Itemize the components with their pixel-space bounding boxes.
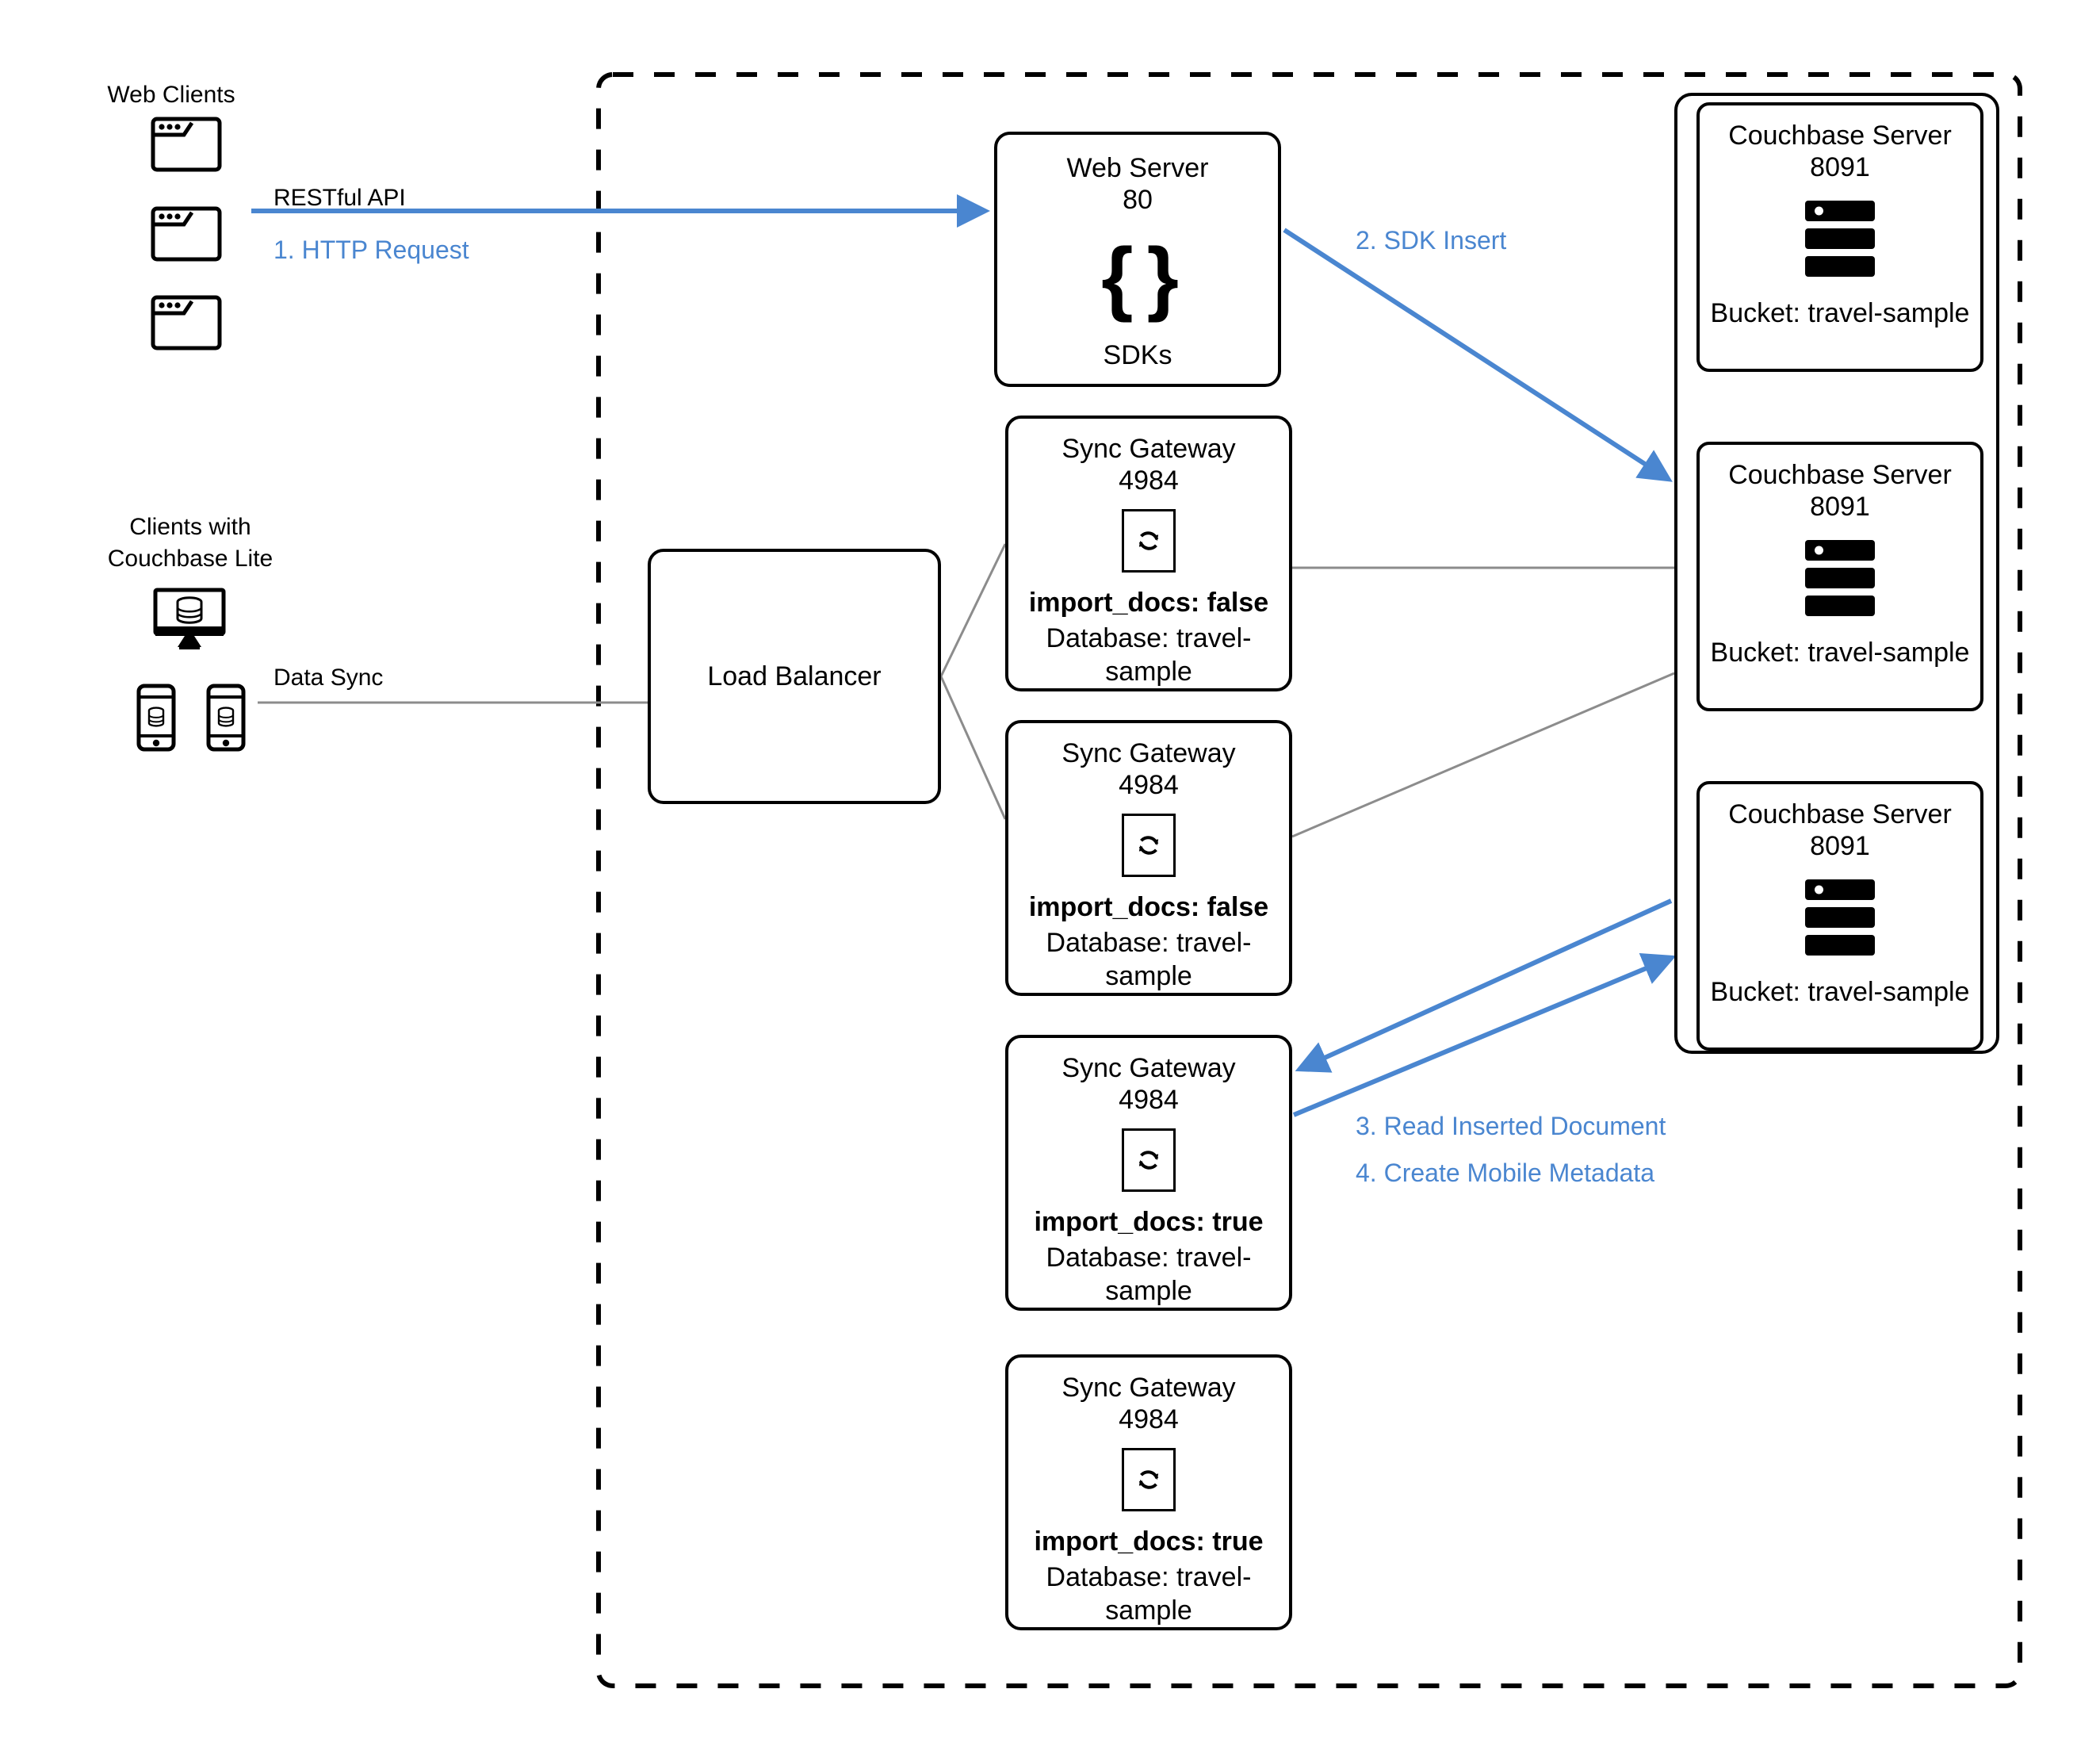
couchbase-bucket-label: Bucket: travel-sample: [1710, 638, 1970, 668]
sync-gateway-title: Sync Gateway 4984: [1061, 1053, 1236, 1116]
couchbase-server-title: Couchbase Server 8091: [1728, 799, 1952, 862]
browser-window-icon: [151, 206, 222, 262]
sync-gateway-node-4[interactable]: Sync Gateway 4984 import_docs: true Data…: [1005, 1354, 1292, 1630]
phone-database-icon: [206, 684, 246, 752]
web-server-footer: SDKs: [1103, 340, 1172, 371]
sync-arrows-icon: [1122, 1128, 1176, 1192]
web-server-node[interactable]: Web Server 80 { } SDKs: [994, 132, 1281, 387]
edge-create-mobile-metadata: [1292, 953, 1677, 1117]
phone-database-icon: [136, 684, 176, 752]
server-rack-icon: [1805, 201, 1875, 278]
http-request-label: 1. HTTP Request: [273, 236, 469, 264]
server-rack-icon: [1805, 540, 1875, 617]
sync-gateway-database: Database: travel-sample: [1046, 1562, 1252, 1626]
sync-gateway-title: Sync Gateway 4984: [1061, 1373, 1236, 1435]
desktop-database-icon: [153, 588, 226, 649]
load-balancer-label: Load Balancer: [707, 661, 882, 691]
sync-gateway-database: Database: travel-sample: [1046, 928, 1252, 991]
couchbase-bucket-label: Bucket: travel-sample: [1710, 977, 1970, 1008]
edge-lb-to-sg2: [939, 676, 1007, 820]
couchbase-bucket-label: Bucket: travel-sample: [1710, 298, 1970, 329]
data-sync-label: Data Sync: [273, 665, 384, 691]
sync-gateway-import-docs: import_docs: false: [1028, 891, 1269, 922]
sync-gateway-node-2[interactable]: Sync Gateway 4984 import_docs: false Dat…: [1005, 720, 1292, 996]
server-rack-icon: [1805, 879, 1875, 956]
sync-gateway-import-docs: import_docs: true: [1034, 1526, 1264, 1557]
sdk-insert-label: 2. SDK Insert: [1356, 226, 1507, 255]
browser-window-icon: [151, 117, 222, 172]
restful-api-label: RESTful API: [273, 185, 406, 211]
couchbase-server-title: Couchbase Server 8091: [1728, 121, 1952, 183]
edge-sdk-insert: [1283, 228, 1673, 482]
mobile-clients-label: Clients with Couchbase Lite: [107, 514, 273, 572]
sync-gateway-database: Database: travel-sample: [1046, 623, 1252, 687]
edge-read-inserted-document: [1295, 898, 1673, 1073]
code-braces-icon: { }: [1101, 232, 1179, 324]
web-server-title: Web Server 80: [1066, 153, 1209, 216]
couchbase-server-node-2[interactable]: Couchbase Server 8091 Bucket: travel-sam…: [1696, 442, 1983, 711]
sync-gateway-node-1[interactable]: Sync Gateway 4984 import_docs: false Dat…: [1005, 416, 1292, 691]
sync-arrows-icon: [1122, 509, 1176, 573]
sync-gateway-import-docs: import_docs: false: [1028, 587, 1269, 618]
web-clients-label: Web Clients: [107, 82, 235, 108]
sync-arrows-icon: [1122, 1448, 1176, 1511]
load-balancer-node[interactable]: Load Balancer: [648, 549, 941, 804]
edge-lb-to-sg1: [939, 543, 1007, 677]
sync-gateway-title: Sync Gateway 4984: [1061, 738, 1236, 801]
read-inserted-document-label: 3. Read Inserted Document: [1356, 1112, 1666, 1140]
browser-window-icon: [151, 295, 222, 350]
couchbase-server-title: Couchbase Server 8091: [1728, 460, 1952, 523]
couchbase-server-node-3[interactable]: Couchbase Server 8091 Bucket: travel-sam…: [1696, 781, 1983, 1051]
sync-gateway-node-3[interactable]: Sync Gateway 4984 import_docs: true Data…: [1005, 1035, 1292, 1311]
edge-sg2-to-cluster: [1291, 672, 1675, 838]
couchbase-server-node-1[interactable]: Couchbase Server 8091 Bucket: travel-sam…: [1696, 102, 1983, 372]
sync-gateway-database: Database: travel-sample: [1046, 1243, 1252, 1306]
couchbase-cluster-container: Couchbase Server 8091 Bucket: travel-sam…: [1674, 93, 1999, 1054]
sync-gateway-import-docs: import_docs: true: [1034, 1206, 1264, 1237]
sync-gateway-title: Sync Gateway 4984: [1061, 434, 1236, 496]
create-mobile-metadata-label: 4. Create Mobile Metadata: [1356, 1159, 1655, 1187]
sync-arrows-icon: [1122, 814, 1176, 877]
